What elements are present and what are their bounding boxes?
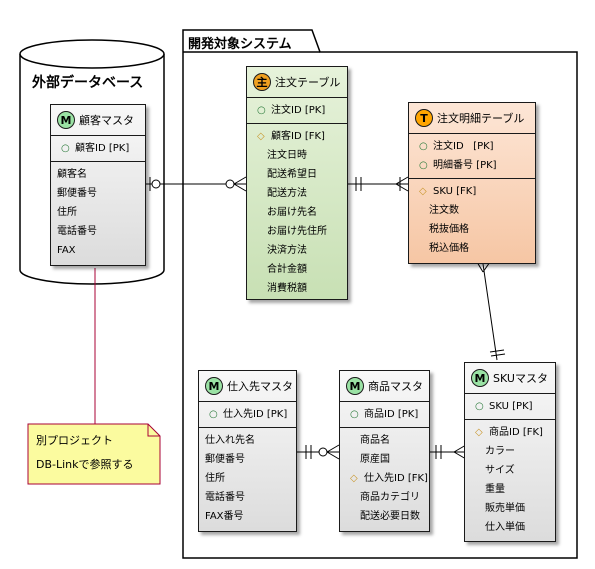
field: FAX番号 (205, 511, 244, 522)
pk-field: 明細番号 [PK] (433, 160, 497, 171)
master-badge-icon: M (346, 377, 364, 395)
entity-title: SKUマスタ (493, 372, 548, 385)
field: FAX (57, 245, 76, 256)
pk-circle-icon: ○ (61, 143, 70, 154)
entity-header: M SKUマスタ (465, 363, 555, 394)
fk-field: 商品ID [FK] (489, 427, 543, 438)
field-section: ◇ SKU [FK] 注文数 税抜価格 税込価格 (409, 179, 535, 261)
entity-header: M 顧客マスタ (51, 105, 145, 136)
field: 仕入れ先名 (205, 435, 255, 446)
field: 注文日時 (267, 150, 307, 161)
pk-section: ○ 注文ID [PK] (247, 98, 347, 124)
note-line: 別プロジェクト (36, 434, 113, 447)
field-section: ◇顧客ID [FK] 注文日時 配送希望日 配送方法 お届け先名 お届け先住所 … (247, 124, 347, 301)
field: 商品名 (360, 435, 390, 446)
master-badge-icon: M (205, 377, 223, 395)
pk-field: 顧客ID [PK] (75, 143, 130, 154)
transaction-badge-icon: T (415, 109, 433, 127)
fk-field: 仕入先ID [FK] (364, 473, 428, 484)
pk-field: 注文ID [PK] (433, 141, 494, 152)
entity-product-master[interactable]: M 商品マスタ ○ 商品ID [PK] 商品名 原産国 ◇ 仕入先ID [FK] 商… (339, 370, 430, 532)
pk-section: ○ 商品ID [PK] (340, 402, 429, 428)
fk-diamond-icon: ◇ (257, 131, 265, 142)
pk-circle-icon: ○ (475, 401, 484, 412)
relation-customer-order (146, 176, 247, 192)
pk-section: ○ 仕入先ID [PK] (199, 402, 296, 428)
pk-section: ○ 顧客ID [PK] (51, 136, 145, 162)
fk-field: SKU [FK] (433, 186, 477, 197)
entity-header: M 商品マスタ (340, 371, 429, 402)
master-badge-icon: M (57, 111, 75, 129)
entity-header: 主 注文テーブル (247, 67, 347, 98)
field: 電話番号 (57, 226, 97, 237)
entity-header: T 注文明細テーブル (409, 103, 535, 134)
field: サイズ (485, 465, 515, 476)
pk-circle-icon: ○ (257, 105, 266, 116)
pk-section: ○ 注文ID [PK] ○ 明細番号 [PK] (409, 134, 535, 179)
field-section: ◇ 商品ID [FK] カラー サイズ 重量 販売単価 仕入単価 (465, 420, 555, 540)
field-section: 仕入れ先名 郵便番号 住所 電話番号 FAX番号 (199, 428, 296, 529)
field: お届け先住所 (267, 226, 327, 237)
field: 住所 (57, 207, 77, 218)
field: 重量 (485, 484, 505, 495)
fk-diamond-icon: ◇ (350, 473, 358, 484)
field: 配送希望日 (267, 169, 317, 180)
pk-field: 商品ID [PK] (364, 409, 419, 420)
entity-title: 仕入先マスタ (227, 380, 293, 393)
entity-header: M 仕入先マスタ (199, 371, 296, 402)
entity-title: 商品マスタ (368, 380, 423, 393)
field: 電話番号 (205, 492, 245, 503)
pk-circle-icon: ○ (419, 141, 428, 152)
transaction-badge-icon: 主 (253, 73, 271, 91)
entity-order-detail-table[interactable]: T 注文明細テーブル ○ 注文ID [PK] ○ 明細番号 [PK] ◇ SKU [F… (408, 102, 536, 264)
field: 顧客名 (57, 169, 87, 180)
pk-field: 仕入先ID [PK] (223, 409, 288, 420)
package-title-external: 外部データベース (32, 75, 144, 91)
entity-supplier-master[interactable]: M 仕入先マスタ ○ 仕入先ID [PK] 仕入れ先名 郵便番号 住所 電話番号 … (198, 370, 297, 532)
package-title-dev: 開発対象システム (188, 37, 292, 52)
field: 配送必要日数 (360, 511, 420, 522)
field: 郵便番号 (57, 188, 97, 199)
pk-section: ○ SKU [PK] (465, 394, 555, 420)
field: 原産国 (360, 454, 390, 465)
pk-field: 注文ID [PK] (271, 105, 326, 116)
field-section: 商品名 原産国 ◇ 仕入先ID [FK] 商品カテゴリ 配送必要日数 (340, 428, 429, 529)
field: お届け先名 (267, 207, 317, 218)
field: 郵便番号 (205, 454, 245, 465)
entity-customer-master[interactable]: M 顧客マスタ ○ 顧客ID [PK] 顧客名 郵便番号 住所 電話番号 FAX (50, 104, 146, 266)
field: 合計金額 (267, 264, 307, 275)
fk-diamond-icon: ◇ (419, 186, 427, 197)
field: 税込価格 (429, 243, 469, 254)
field: 商品カテゴリ (360, 492, 420, 503)
relation-order-detail (348, 176, 409, 192)
entity-title: 注文明細テーブル (437, 112, 525, 125)
entity-sku-master[interactable]: M SKUマスタ ○ SKU [PK] ◇ 商品ID [FK] カラー サイズ 重量… (464, 362, 556, 542)
note-box (27, 423, 161, 485)
field: 注文数 (429, 205, 459, 216)
master-badge-icon: M (471, 369, 489, 387)
pk-circle-icon: ○ (209, 409, 218, 420)
note-line: DB-Linkで参照する (36, 458, 134, 471)
fk-field: 顧客ID [FK] (271, 131, 325, 142)
field: 税抜価格 (429, 224, 469, 235)
entity-title: 注文テーブル (275, 76, 341, 89)
field: カラー (485, 446, 515, 457)
entity-title: 顧客マスタ (79, 114, 134, 127)
fk-diamond-icon: ◇ (475, 427, 483, 438)
pk-circle-icon: ○ (350, 409, 359, 420)
field: 住所 (205, 473, 225, 484)
field: 配送方法 (267, 188, 307, 199)
field: 決済方法 (267, 245, 307, 256)
relation-supplier-product (297, 444, 340, 460)
pk-field: SKU [PK] (489, 401, 533, 412)
field: 消費税額 (267, 283, 307, 294)
entity-order-table[interactable]: 主 注文テーブル ○ 注文ID [PK] ◇ 顧客ID [FK] 注文日時 配送希望… (246, 66, 348, 300)
pk-circle-icon: ○ (419, 160, 428, 171)
field-section: 顧客名 郵便番号 住所 電話番号 FAX (51, 162, 145, 263)
field: 販売単価 (485, 503, 525, 514)
field: 仕入単価 (485, 522, 525, 533)
